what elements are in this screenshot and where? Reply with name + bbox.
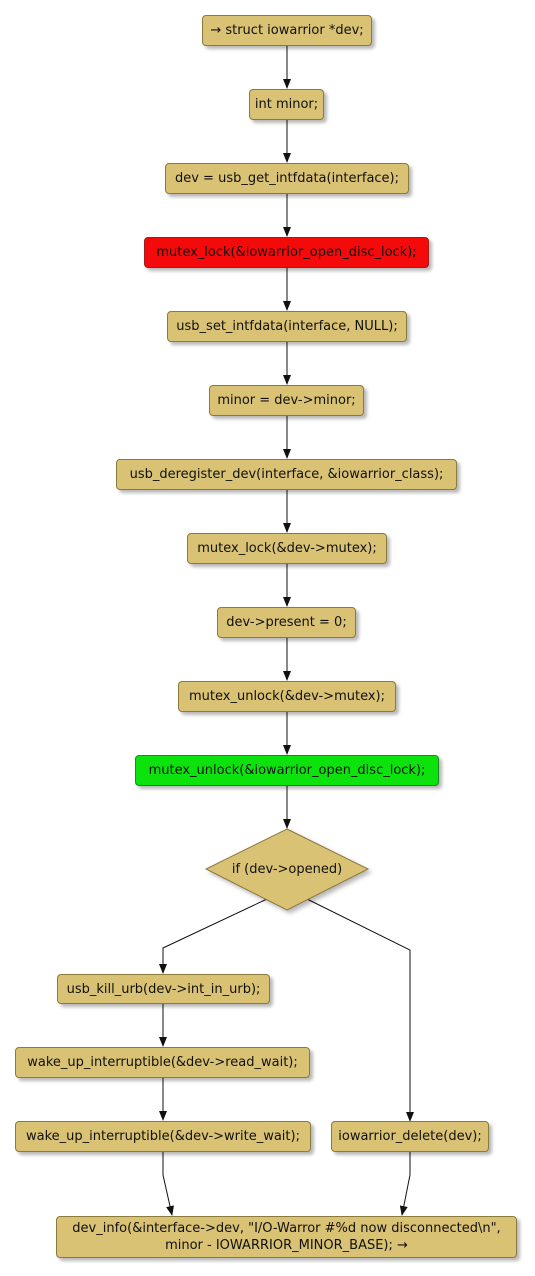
node-dev-info: dev_info(&interface->dev, "I/O-Warror #%…	[56, 1216, 517, 1258]
decision-diamond	[204, 828, 370, 911]
dev-info-line-1: dev_info(&interface->dev, "I/O-Warror #%…	[72, 1221, 501, 1236]
node-mutex-unlock-dev: mutex_unlock(&dev->mutex);	[178, 681, 396, 712]
node-mutex-lock-open-disc: mutex_lock(&iowarrior_open_disc_lock);	[144, 237, 429, 268]
node-wake-write: wake_up_interruptible(&dev->write_wait);	[15, 1121, 311, 1152]
edge	[306, 898, 414, 1122]
node-wake-read: wake_up_interruptible(&dev->read_wait);	[15, 1047, 310, 1078]
node-deregister-dev: usb_deregister_dev(interface, &iowarrior…	[116, 459, 457, 490]
dev-info-line-2: minor - IOWARRIOR_MINOR_BASE); →	[165, 1238, 408, 1253]
node-present-zero: dev->present = 0;	[217, 607, 356, 638]
edge	[162, 1152, 174, 1216]
node-get-intfdata: dev = usb_get_intfdata(interface);	[165, 163, 409, 194]
node-mutex-unlock-open-disc: mutex_unlock(&iowarrior_open_disc_lock);	[135, 755, 439, 786]
edge	[399, 1152, 411, 1216]
decision-label: if (dev->opened)	[231, 861, 343, 877]
edge	[159, 898, 268, 974]
node-declare-dev: → struct iowarrior *dev;	[202, 15, 372, 46]
node-kill-urb: usb_kill_urb(dev->int_in_urb);	[57, 974, 270, 1004]
node-mutex-lock-dev: mutex_lock(&dev->mutex);	[187, 533, 387, 564]
node-set-intfdata: usb_set_intfdata(interface, NULL);	[167, 311, 407, 342]
node-iowarrior-delete: iowarrior_delete(dev);	[331, 1121, 489, 1152]
node-assign-minor: minor = dev->minor;	[209, 385, 364, 416]
node-declare-minor: int minor;	[249, 89, 324, 120]
